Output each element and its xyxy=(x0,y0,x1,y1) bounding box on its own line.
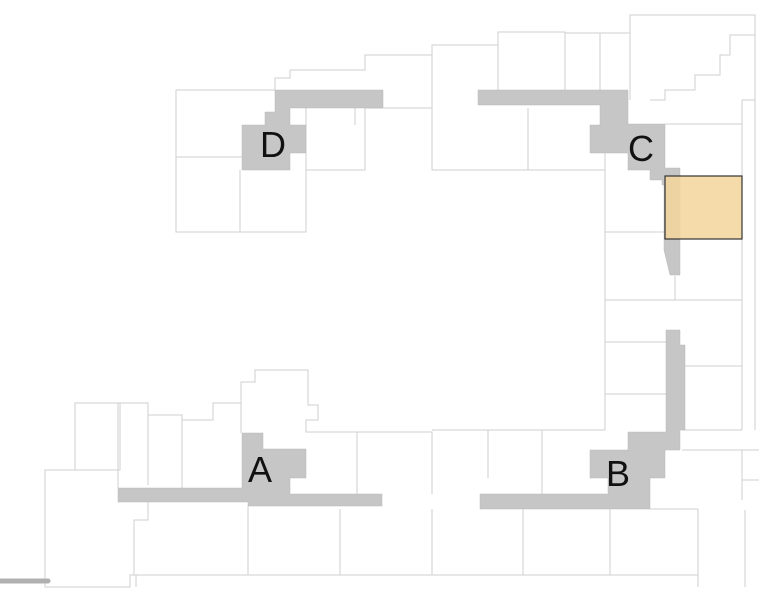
highlighted-unit[interactable] xyxy=(664,175,743,240)
zone-label-a: A xyxy=(248,449,272,490)
corridor-a[interactable] xyxy=(117,432,383,507)
unit-outlines xyxy=(44,14,759,588)
zone-label-d: D xyxy=(260,124,286,165)
corridor-c[interactable] xyxy=(477,89,681,276)
corridors xyxy=(117,89,686,510)
corridor-d[interactable] xyxy=(241,89,384,171)
corridor-b[interactable] xyxy=(479,329,686,510)
zone-labels: A B C D xyxy=(248,124,654,494)
zone-label-b: B xyxy=(606,453,630,494)
zone-label-c: C xyxy=(628,128,654,169)
